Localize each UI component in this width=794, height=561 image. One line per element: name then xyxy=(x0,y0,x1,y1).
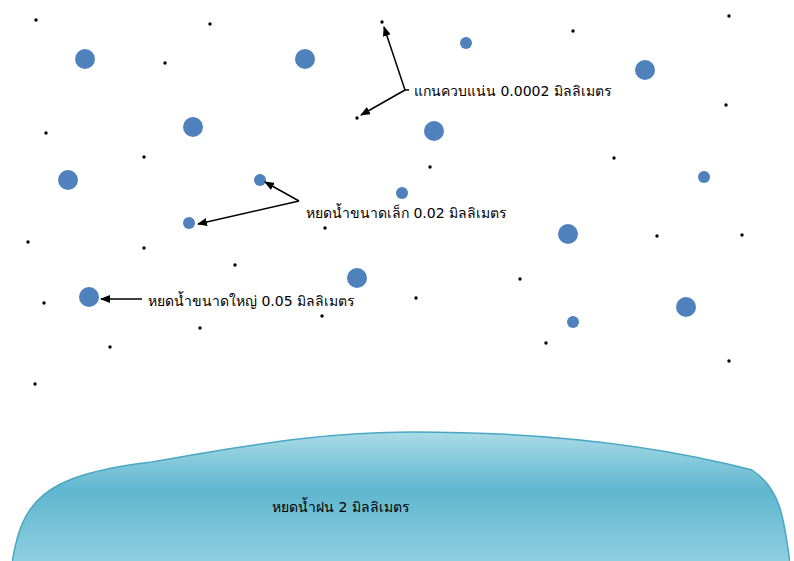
raindrop-outline xyxy=(12,430,790,561)
nucleus-label: แกนควบแน่น 0.0002 มิลลิเมตร xyxy=(412,82,614,100)
raindrop-label: หยดน้ำฝน 2 มิลลิเมตร xyxy=(272,498,410,516)
raindrop-shape: หยดน้ำฝน 2 มิลลิเมตร xyxy=(12,430,790,561)
small-droplet-label: หยดน้ำขนาดเล็ก 0.02 มิลลิเมตร xyxy=(304,204,509,222)
large-droplet-label: หยดน้ำขนาดใหญ่ 0.05 มิลลิเมตร xyxy=(146,292,357,310)
leader-arrows xyxy=(101,27,409,299)
condensation-nuclei xyxy=(26,14,743,385)
small-droplets xyxy=(183,37,710,328)
large-droplets xyxy=(58,49,696,317)
